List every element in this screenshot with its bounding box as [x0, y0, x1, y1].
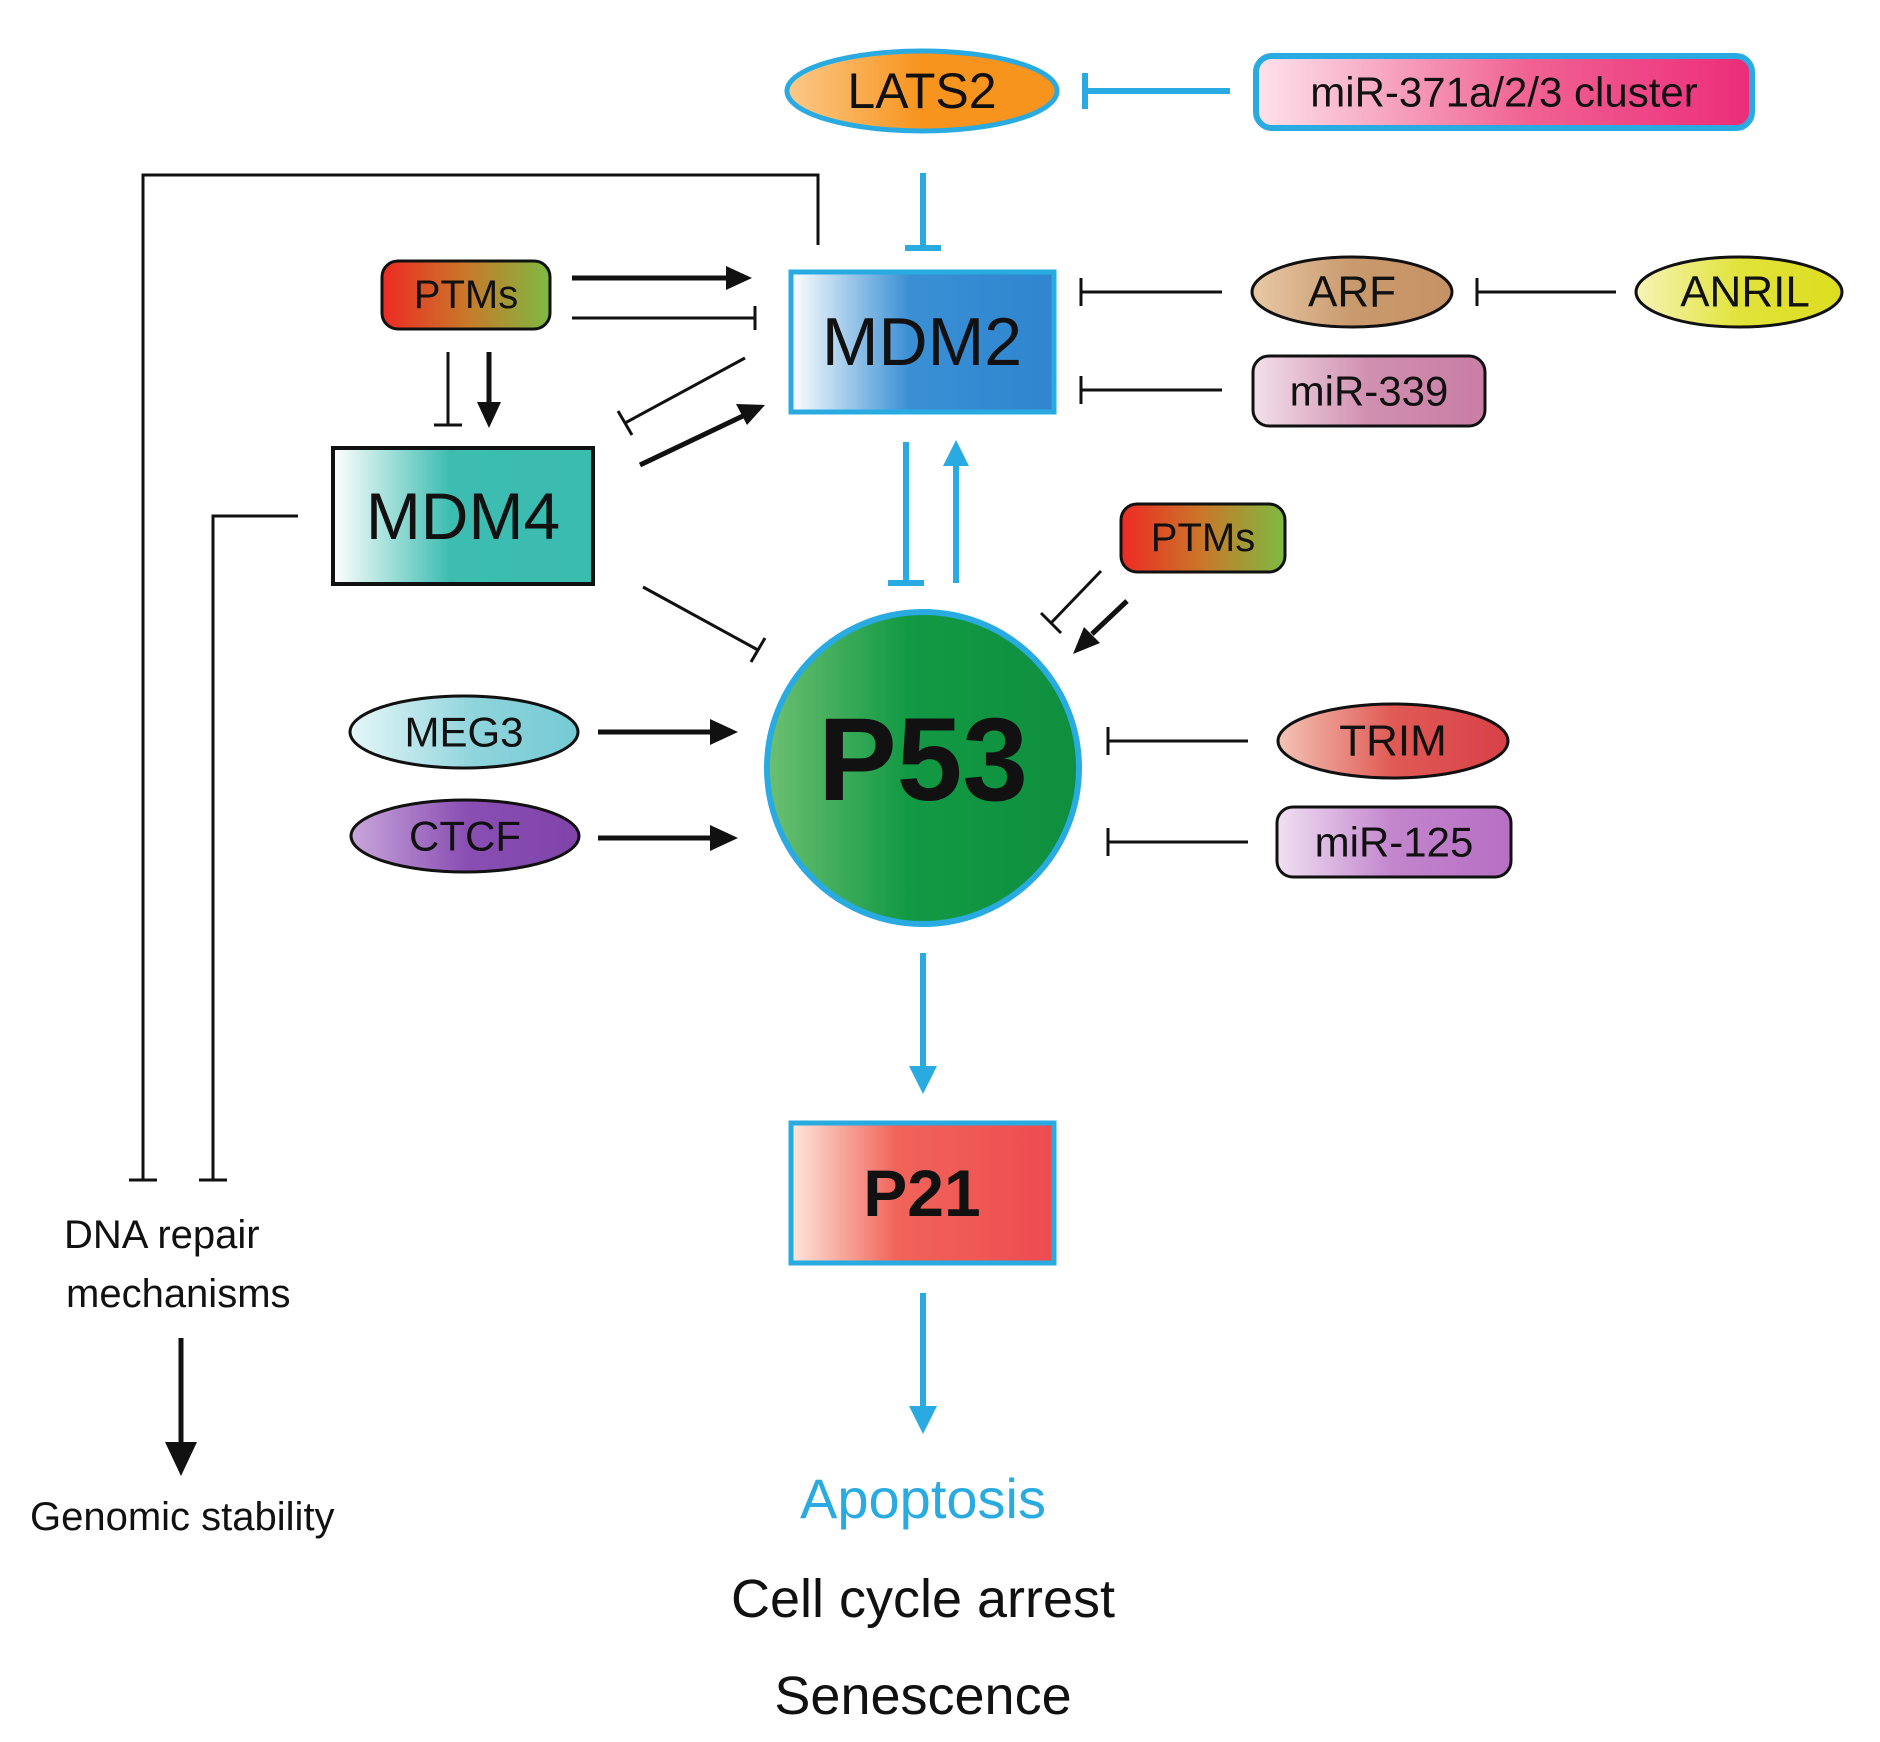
- outcome-genomic-stability: Genomic stability: [30, 1495, 335, 1539]
- node-mir125: miR-125: [1275, 805, 1513, 879]
- edge-lats2-inhibits-mdm2: [905, 173, 941, 251]
- node-mir125-label: miR-125: [1315, 819, 1474, 866]
- edge-mdm2-inhibits-dna-repair: [129, 173, 820, 1182]
- outcome-apoptosis: Apoptosis: [800, 1467, 1046, 1530]
- node-arf-label: ARF: [1308, 268, 1396, 317]
- edge-mdm2-inhibits-mdm4: [616, 356, 746, 436]
- node-ptms-right: PTMs: [1119, 502, 1287, 574]
- edge-mdm4-activates-mdm2: [638, 404, 765, 468]
- node-p21-label: P21: [863, 1156, 980, 1230]
- edge-ptms-activates-mdm4: [477, 352, 501, 428]
- edge-p53-activates-p21: [909, 953, 937, 1094]
- node-p53: P53: [764, 609, 1082, 927]
- node-mdm4-label: MDM4: [366, 479, 560, 553]
- edge-ptms-inhibits-mdm2: [572, 306, 757, 330]
- edge-p21-to-outcomes: [909, 1293, 937, 1434]
- edge-mdm4-inhibits-p53: [642, 585, 767, 663]
- node-ctcf-label: CTCF: [409, 813, 521, 860]
- node-anril: ANRIL: [1634, 255, 1844, 329]
- edges: [129, 73, 1616, 1476]
- node-mdm2: MDM2: [788, 269, 1057, 415]
- node-ctcf: CTCF: [349, 798, 581, 874]
- edge-anril-inhibits-arf: [1475, 278, 1616, 306]
- edge-ctcf-activates-p53: [598, 825, 738, 851]
- edge-ptms-activates-mdm2: [572, 266, 752, 290]
- node-mir339: miR-339: [1251, 354, 1487, 428]
- node-arf: ARF: [1250, 255, 1454, 329]
- node-p21: P21: [788, 1120, 1057, 1266]
- edge-ptms-inhibits-mdm4: [434, 352, 462, 427]
- node-trim-label: TRIM: [1339, 717, 1447, 766]
- edge-meg3-activates-p53: [598, 719, 738, 745]
- edge-ptms-right-activates-p53: [1073, 599, 1129, 654]
- node-ptms-right-label: PTMs: [1151, 516, 1255, 560]
- node-ptms-top-label: PTMs: [414, 273, 518, 317]
- edge-mir339-inhibits-mdm2: [1079, 376, 1222, 404]
- node-meg3: MEG3: [348, 694, 580, 770]
- node-mir339-label: miR-339: [1290, 368, 1449, 415]
- node-lats2: LATS2: [784, 48, 1060, 134]
- edge-mdm2-inhibits-p53: [888, 442, 924, 586]
- node-mir371-label: miR-371a/2/3 cluster: [1310, 69, 1698, 116]
- node-trim: TRIM: [1276, 702, 1510, 780]
- node-anril-label: ANRIL: [1680, 268, 1810, 317]
- outcome-dna-repair-line2: mechanisms: [66, 1272, 291, 1316]
- edge-mdm4-inhibits-dna-repair: [199, 514, 298, 1182]
- node-ptms-top: PTMs: [380, 259, 552, 331]
- node-p53-label: P53: [818, 694, 1028, 826]
- outcome-dna-repair-line1: DNA repair: [64, 1213, 260, 1257]
- edge-mir371-inhibits-lats2: [1082, 73, 1230, 109]
- node-mdm4: MDM4: [331, 446, 595, 586]
- edge-ptms-right-inhibits-p53: [1039, 569, 1103, 635]
- node-mdm2-label: MDM2: [822, 304, 1022, 380]
- node-meg3-label: MEG3: [404, 709, 523, 756]
- edge-p53-activates-mdm2: [943, 440, 969, 583]
- outcome-senescence: Senescence: [774, 1666, 1071, 1726]
- edge-trim-inhibits-p53: [1106, 727, 1248, 755]
- edge-dna-repair-to-genomic-stability: [165, 1338, 197, 1476]
- node-lats2-label: LATS2: [847, 63, 996, 119]
- edge-mir125-inhibits-p53: [1106, 828, 1248, 856]
- edge-arf-inhibits-mdm2: [1079, 278, 1222, 306]
- node-mir371-cluster: miR-371a/2/3 cluster: [1253, 53, 1755, 131]
- outcome-cell-cycle-arrest: Cell cycle arrest: [731, 1569, 1115, 1629]
